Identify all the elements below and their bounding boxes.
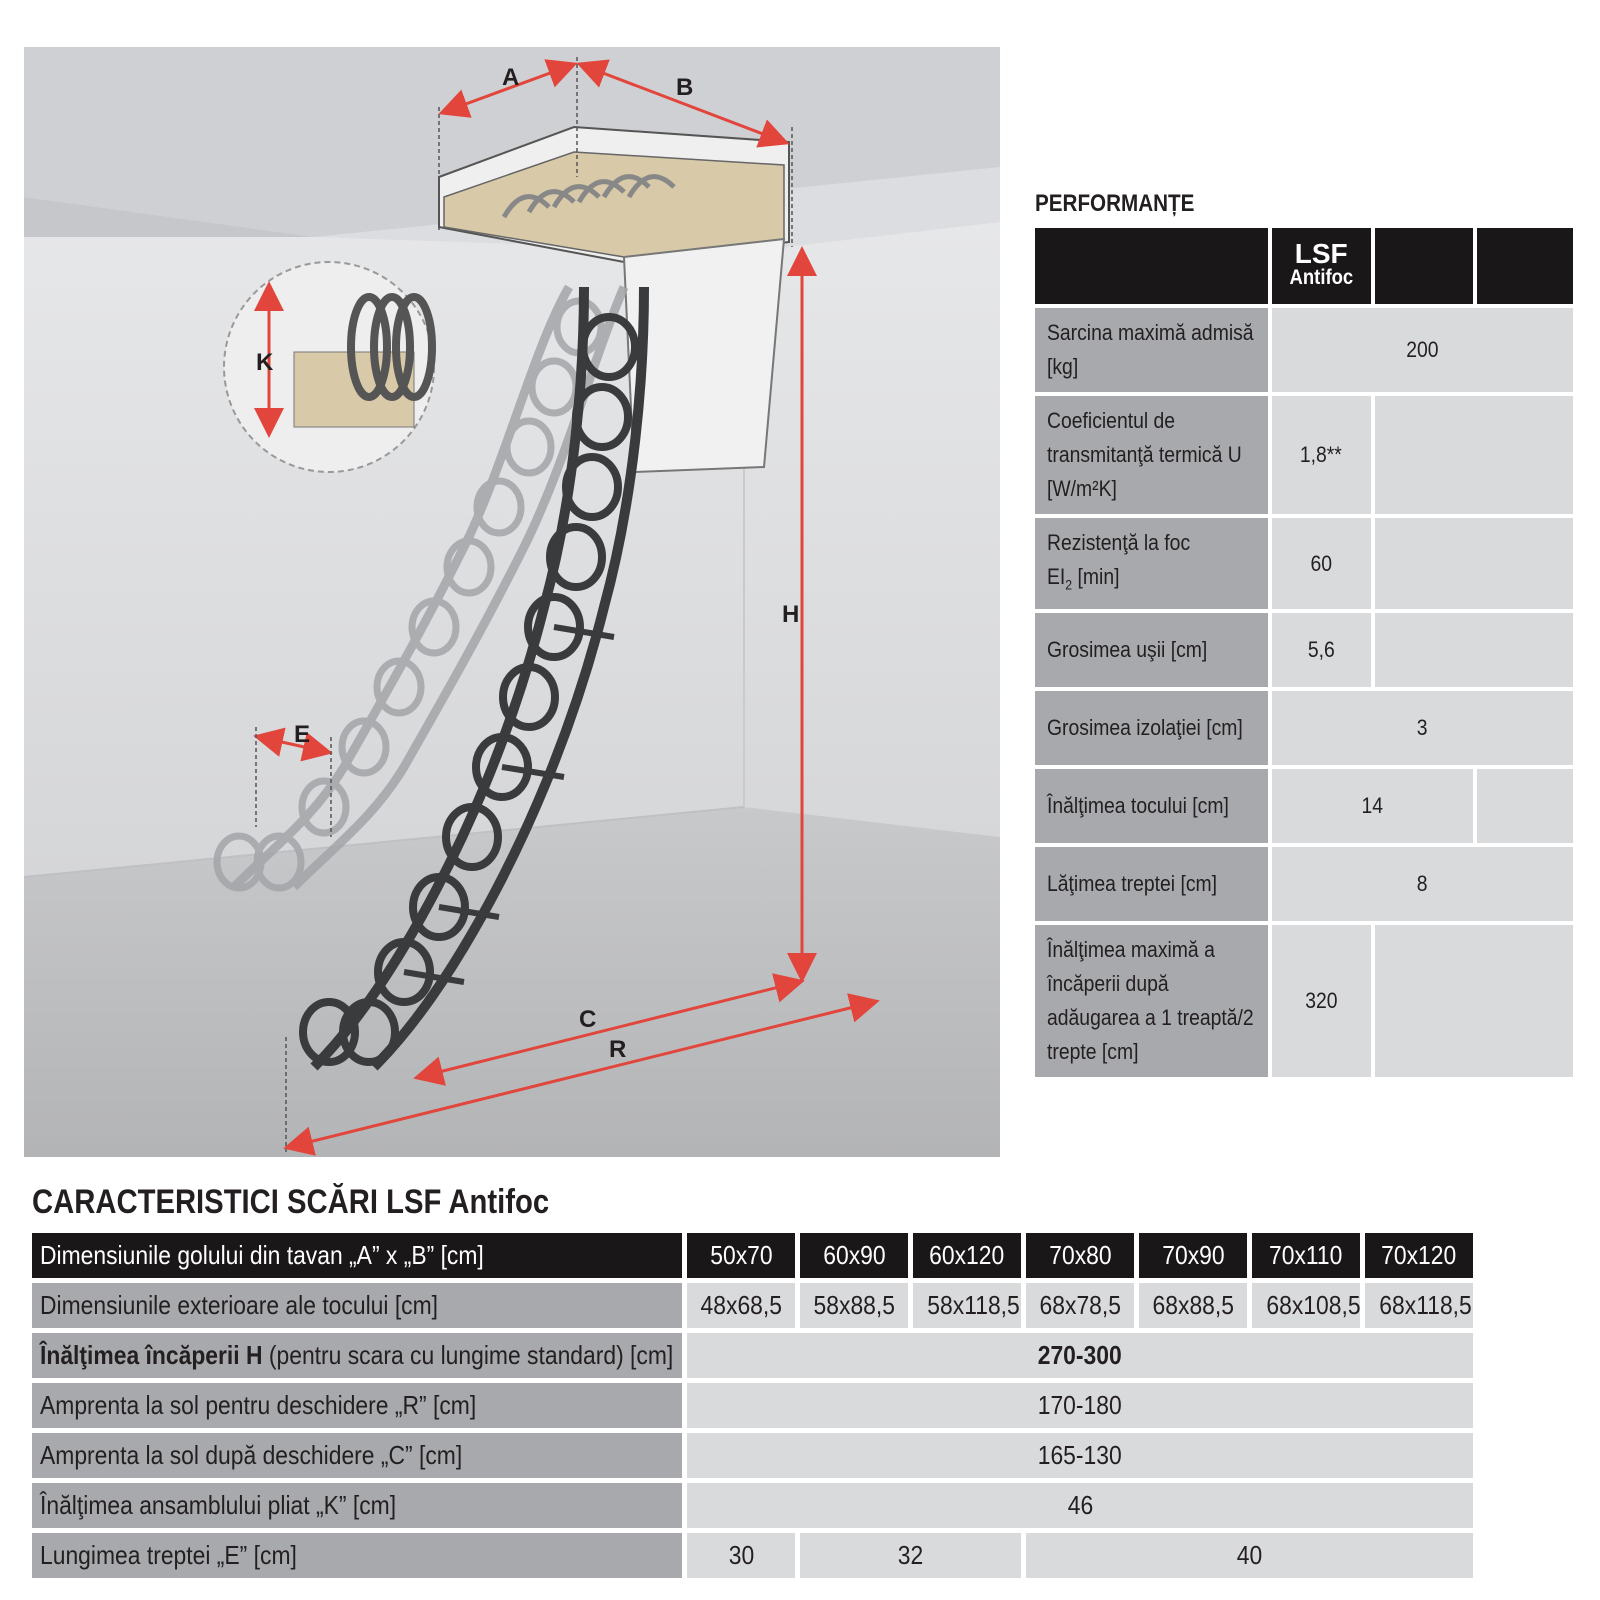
performance-header-blank — [1374, 228, 1474, 304]
frame-cell: 68x118,5 — [1365, 1283, 1473, 1328]
ladder-ghost — [213, 284, 629, 892]
table-row: Sarcina maximă admisă [kg] 200 — [1035, 308, 1573, 392]
row-value: 1,8** — [1271, 396, 1371, 514]
row-label: Lungimea treptei „E” [cm] — [32, 1533, 682, 1578]
size-cell: 70x90 — [1139, 1233, 1247, 1278]
row-value: 3 — [1271, 691, 1573, 766]
size-cell: 50x70 — [687, 1233, 795, 1278]
label-h: H — [782, 601, 799, 628]
row-label: Amprenta la sol pentru deschidere „R” [c… — [32, 1383, 682, 1428]
frame-cell: 68x108,5 — [1252, 1283, 1360, 1328]
row-label: Dimensiunile exterioare ale tocului [cm] — [32, 1283, 682, 1328]
k-value: 46 — [687, 1483, 1473, 1528]
e-value: 30 — [687, 1533, 795, 1578]
empty-cell — [1374, 396, 1573, 514]
label-b: B — [676, 74, 693, 101]
frame-cell: 58x88,5 — [800, 1283, 908, 1328]
hatch-door — [622, 237, 786, 474]
performance-header-blank — [1035, 228, 1268, 304]
row-label: Înălţimea încăperii H (pentru scara cu l… — [32, 1333, 682, 1378]
empty-cell — [1477, 769, 1573, 844]
label-k: K — [256, 349, 274, 376]
row-value: 200 — [1271, 308, 1573, 392]
row-value: 8 — [1271, 847, 1573, 922]
row-label: Coeficientul de transmitanţă termică U [… — [1035, 396, 1268, 514]
frame-cell: 68x78,5 — [1026, 1283, 1134, 1328]
frame-cell: 58x118,5 — [913, 1283, 1021, 1328]
table-row: Grosimea uşii [cm] 5,6 — [1035, 613, 1573, 688]
row-value: 60 — [1271, 518, 1371, 610]
row-value: 320 — [1271, 925, 1371, 1078]
size-cell: 60x120 — [913, 1233, 1021, 1278]
e-value: 40 — [1026, 1533, 1473, 1578]
folded-steps — [501, 174, 676, 219]
size-cell: 60x90 — [800, 1233, 908, 1278]
table-row: Înălţimea maximă a încăperii după adăuga… — [1035, 925, 1573, 1078]
row-value: 5,6 — [1271, 613, 1371, 688]
performance-header-row: LSF Antifoc — [1035, 228, 1573, 304]
table-row: Înălţimea tocului [cm] 14 — [1035, 769, 1573, 844]
performance-header-blank — [1477, 228, 1573, 304]
table-row: Lungimea treptei „E” [cm] 30 32 40 — [32, 1533, 1473, 1578]
back-wall — [24, 222, 1000, 877]
dimension-lines — [253, 59, 880, 1156]
e-value: 32 — [800, 1533, 1021, 1578]
size-cell: 70x110 — [1252, 1233, 1360, 1278]
frame-cell: 68x88,5 — [1139, 1283, 1247, 1328]
empty-cell — [1374, 518, 1573, 610]
row-label: Lăţimea treptei [cm] — [1035, 847, 1268, 922]
row-label: Înălţimea tocului [cm] — [1035, 769, 1268, 844]
empty-cell — [1374, 925, 1573, 1078]
row-label: Amprenta la sol după deschidere „C” [cm] — [32, 1433, 682, 1478]
frame-cell: 48x68,5 — [687, 1283, 795, 1328]
detail-magnifier: K — [223, 261, 436, 473]
r-value: 170-180 — [687, 1383, 1473, 1428]
row-value: 14 — [1271, 769, 1474, 844]
row-label: Dimensiunile golului din tavan „A” x „B”… — [32, 1233, 682, 1278]
label-c: C — [579, 1006, 596, 1033]
label-a: A — [502, 64, 519, 91]
performance-header-lsf: LSF Antifoc — [1271, 228, 1371, 304]
row-label: Grosimea uşii [cm] — [1035, 613, 1268, 688]
empty-cell — [1374, 613, 1573, 688]
row-label: Înălţimea maximă a încăperii după adăuga… — [1035, 925, 1268, 1078]
size-cell: 70x120 — [1365, 1233, 1473, 1278]
table-row: Înălţimea încăperii H (pentru scara cu l… — [32, 1333, 1473, 1378]
row-label: Sarcina maximă admisă [kg] — [1035, 308, 1268, 392]
table-row: Înălţimea ansamblului pliat „K” [cm] 46 — [32, 1483, 1473, 1528]
size-cell: 70x80 — [1026, 1233, 1134, 1278]
specs-title: CARACTERISTICI SCĂRI LSF Antifoc — [32, 1183, 550, 1221]
specs-table: Dimensiunile golului din tavan „A” x „B”… — [27, 1228, 1478, 1583]
performance-table: LSF Antifoc Sarcina maximă admisă [kg] 2… — [1031, 224, 1577, 1081]
label-r: R — [609, 1036, 626, 1063]
height-value: 270-300 — [687, 1333, 1473, 1378]
row-label: Înălţimea ansamblului pliat „K” [cm] — [32, 1483, 682, 1528]
table-row: Dimensiunile exterioare ale tocului [cm]… — [32, 1283, 1473, 1328]
table-row: Coeficientul de transmitanţă termică U [… — [1035, 396, 1573, 514]
performance-title: PERFORMANȚE — [1035, 190, 1195, 217]
table-row: Lăţimea treptei [cm] 8 — [1035, 847, 1573, 922]
specs-header-row: Dimensiunile golului din tavan „A” x „B”… — [32, 1233, 1473, 1278]
row-label: Grosimea izolaţiei [cm] — [1035, 691, 1268, 766]
ladder-illustration: K A B H E C R — [24, 47, 1000, 1157]
label-e: E — [294, 721, 310, 748]
table-row: Grosimea izolaţiei [cm] 3 — [1035, 691, 1573, 766]
table-row: Amprenta la sol după deschidere „C” [cm]… — [32, 1433, 1473, 1478]
table-row: Amprenta la sol pentru deschidere „R” [c… — [32, 1383, 1473, 1428]
c-value: 165-130 — [687, 1433, 1473, 1478]
